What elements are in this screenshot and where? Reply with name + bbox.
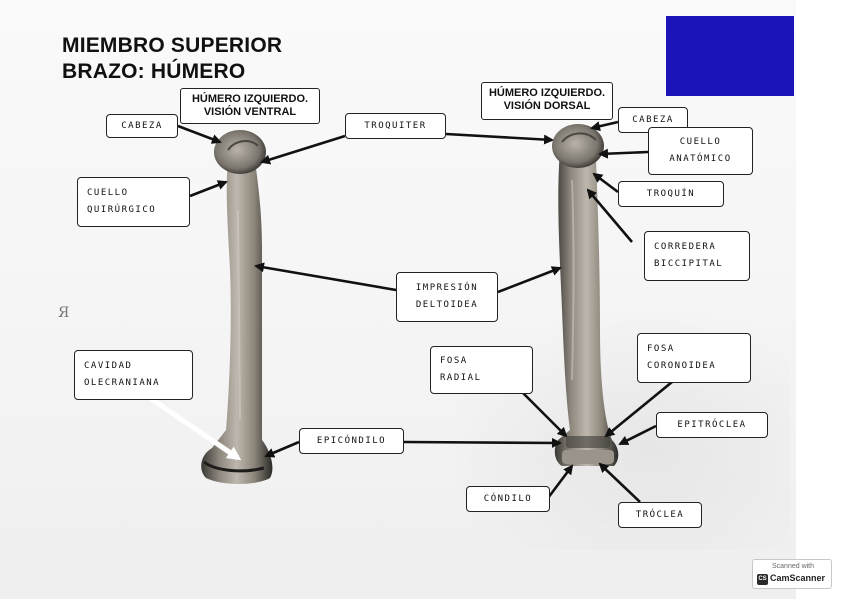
label-epitroclea: EPITRÓCLEA [656, 412, 768, 438]
label-troquin: TROQUÍN [618, 181, 724, 207]
scanned-with-text: Scanned with [771, 563, 815, 570]
camscanner-logo-icon: CS [757, 574, 768, 585]
label-text: TROQUÍN [646, 188, 696, 199]
arrows-left [148, 124, 562, 461]
arrow-impresion-right [497, 266, 562, 294]
label-text: TRÓCLEA [635, 509, 685, 520]
label-cabeza-left: CABEZA [106, 114, 178, 138]
arrow-epitroclea [618, 424, 657, 446]
label-cavidad-olecraniana: CAVIDAD OLECRANIANA [74, 350, 193, 400]
redaction-block [666, 16, 794, 96]
label-text: IMPRESIÓN [415, 283, 479, 293]
label-text: DELTOIDEA [415, 300, 479, 310]
arrow-troquin [592, 172, 619, 194]
page-title: MIEMBRO SUPERIOR BRAZO: HÚMERO [62, 33, 282, 85]
arrow-troclea [598, 462, 641, 503]
arrow-cuello-anatomico [598, 148, 649, 159]
label-cuello-quirurgico: CUELLO QUIRÚRGICO [77, 177, 190, 227]
label-text: CORREDERA [654, 242, 717, 252]
arrow-troquiter-right [445, 132, 554, 145]
camscanner-name: CamScanner [770, 573, 826, 583]
label-text: TROQUITER [364, 120, 427, 131]
arrows-right [521, 120, 673, 503]
label-text: CORONOIDEA [647, 361, 717, 371]
title-line-1: MIEMBRO SUPERIOR [62, 34, 283, 57]
label-text: CABEZA [632, 114, 674, 125]
arrow-fosa-coronoidea [604, 380, 673, 438]
label-text: ANATÓMICO [669, 154, 732, 164]
label-text: BICCIPITAL [654, 259, 724, 269]
view-title-dorsal: HÚMERO IZQUIERDO. VISIÓN DORSAL [481, 82, 613, 120]
view-ventral-line1: HÚMERO IZQUIERDO. [191, 93, 309, 105]
label-text: CÓNDILO [483, 493, 533, 504]
label-text: FOSA [440, 356, 468, 366]
label-fosa-radial: FOSA RADIAL [430, 346, 533, 394]
arrow-epicondilo-left [264, 440, 300, 458]
label-corredera-bicipital: CORREDERA BICCIPITAL [644, 231, 750, 281]
label-text: CUELLO [679, 137, 722, 147]
bleed-through-mark: Я [58, 305, 70, 321]
humerus-ventral-image [201, 130, 273, 484]
view-ventral-line2: VISIÓN VENTRAL [203, 106, 297, 118]
label-cuello-anatomico: CUELLO ANATÓMICO [648, 127, 753, 175]
view-title-ventral: HÚMERO IZQUIERDO. VISIÓN VENTRAL [180, 88, 320, 124]
label-text: FOSA [647, 344, 675, 354]
title-line-2: BRAZO: HÚMERO [62, 60, 246, 83]
arrow-impresion-left [254, 262, 397, 292]
label-impresion-deltoidea: IMPRESIÓN DELTOIDEA [396, 272, 498, 322]
arrow-condilo [546, 464, 574, 499]
label-text: QUIRÚRGICO [87, 205, 157, 215]
label-text: CABEZA [121, 120, 163, 131]
arrow-cavidad-olecraniana [148, 395, 242, 461]
arrow-cabeza-right [590, 120, 619, 132]
label-text: CAVIDAD [84, 361, 133, 371]
arrow-corredera [586, 188, 633, 243]
label-text: EPICÓNDILO [316, 435, 387, 446]
label-text: RADIAL [440, 373, 482, 383]
label-troclea: TRÓCLEA [618, 502, 702, 528]
arrow-cabeza-left [177, 124, 222, 144]
view-dorsal-line1: HÚMERO IZQUIERDO. [488, 87, 606, 99]
humerus-dorsal-image [552, 124, 619, 466]
label-condilo: CÓNDILO [466, 486, 550, 512]
arrow-epicondilo-right [403, 437, 562, 448]
label-troquiter: TROQUITER [345, 113, 446, 139]
arrow-cuello-quirurgico [189, 180, 228, 198]
label-text: OLECRANIANA [84, 378, 161, 388]
camscanner-badge: Scanned with CS CamScanner [752, 559, 832, 589]
label-text: EPITRÓCLEA [677, 419, 747, 430]
label-epicondilo: EPICÓNDILO [299, 428, 404, 454]
label-fosa-coronoidea: FOSA CORONOIDEA [637, 333, 751, 383]
view-dorsal-line2: VISIÓN DORSAL [503, 100, 591, 112]
arrow-troquiter-left [260, 134, 346, 165]
arrow-fosa-radial [521, 391, 568, 438]
label-text: CUELLO [87, 188, 129, 198]
